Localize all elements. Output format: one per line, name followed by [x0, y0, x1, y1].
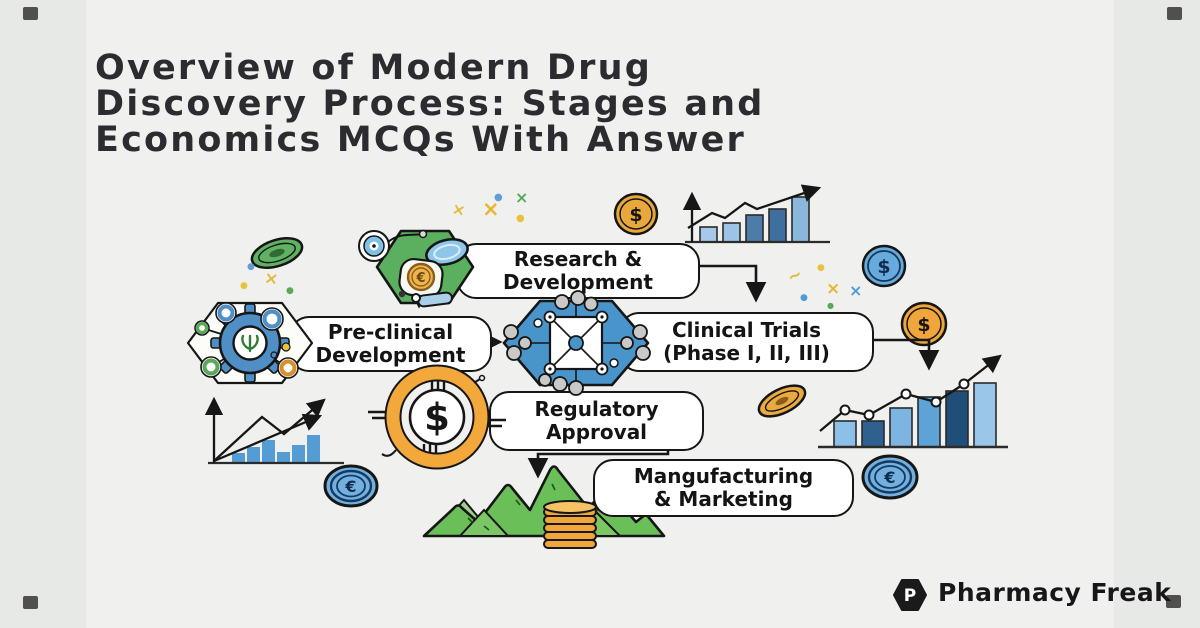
- bar: [247, 447, 260, 463]
- green-tilted-coin-icon: [250, 237, 304, 269]
- stage-label: Clinical Trials: [671, 318, 822, 342]
- corner-mark: [23, 7, 38, 20]
- orange-dollar-coin-icon: $: [900, 301, 948, 347]
- molecule-corner-rings: [543, 310, 609, 376]
- molecule-hexagon-icon: [502, 290, 651, 396]
- stage-box-clinical-trials: Clinical Trials (Phase I, II, III): [619, 312, 874, 372]
- molecule-atoms: [503, 290, 651, 396]
- stage-label: & Marketing: [654, 487, 793, 511]
- flask-hexagon-icon: €: [358, 229, 475, 308]
- bar: [307, 435, 320, 463]
- brand-name: Pharmacy Freak: [938, 578, 1172, 607]
- coin-symbol: €: [883, 468, 895, 487]
- blue-euro-coin-icon: €: [323, 464, 379, 508]
- stage-box-pre-clinical: Pre-clinical Development: [289, 316, 492, 372]
- bar: [262, 440, 275, 463]
- page-title: Overview of Modern Drug Discovery Proces…: [95, 50, 855, 158]
- corner-mark: [23, 596, 38, 609]
- stage-label: Research &: [513, 247, 643, 271]
- stage-label: Approval: [545, 420, 648, 444]
- bar: [292, 445, 305, 463]
- arrow-clinical-to-chart: [872, 338, 940, 371]
- stage-label: Pre-clinical: [327, 320, 454, 344]
- corner-mark: [1167, 7, 1182, 20]
- stage-label: Development: [315, 343, 466, 367]
- gold-dollar-coin-icon: $: [613, 192, 659, 236]
- gear-network-icon: [186, 301, 314, 385]
- coin-symbol: $: [877, 256, 890, 278]
- coin-symbol: €: [415, 271, 425, 286]
- stage-label: (Phase I, II, III): [663, 341, 830, 365]
- dot-mark: ●: [247, 262, 255, 272]
- bar: [232, 453, 245, 463]
- dot-mark: ●: [240, 281, 248, 291]
- cross-mark: ×: [849, 281, 863, 300]
- logo-initial: P: [904, 586, 916, 606]
- coin-symbol: $: [917, 314, 930, 336]
- stage-label: Mangufacturing: [633, 464, 814, 488]
- blue-dollar-coin-icon: $: [861, 244, 907, 288]
- cross-mark: ×: [515, 188, 529, 207]
- growth-bar-chart-top: [682, 184, 830, 244]
- coin-stack-icon: [543, 500, 597, 549]
- title-line-3: Economics MCQs With Answer: [95, 120, 746, 160]
- lens-icon: [425, 237, 469, 267]
- dot-mark: ●: [494, 192, 503, 203]
- gold-tilted-coin-icon: [757, 384, 807, 418]
- dot-mark: ●: [286, 286, 294, 296]
- cross-mark: ×: [482, 197, 500, 221]
- dot-mark: ●: [800, 293, 808, 303]
- coin-symbol: €: [344, 477, 356, 496]
- coin-symbol: $: [629, 204, 642, 226]
- cross-mark: ×: [826, 279, 841, 299]
- growth-bar-chart-right: [818, 354, 1008, 449]
- dollar-ring-icon: $: [368, 364, 506, 470]
- title-line-1: Overview of Modern Drug: [95, 48, 653, 88]
- blue-euro-coin-icon: €: [861, 454, 919, 500]
- dot-mark: ●: [827, 301, 834, 310]
- growth-bar-chart-left: [204, 396, 344, 465]
- stage-box-regulatory-approval: Regulatory Approval: [489, 391, 704, 451]
- chart-axes-and-trend: [204, 396, 344, 465]
- corner-mark: [1166, 595, 1181, 608]
- chart-axes-and-trend: [818, 354, 1008, 449]
- bar: [277, 452, 290, 463]
- stage-label: Development: [503, 270, 653, 294]
- dot-mark: ●: [817, 263, 825, 273]
- stage-box-manufacturing-marketing: Mangufacturing & Marketing: [593, 459, 854, 517]
- stage-label: Regulatory: [534, 397, 659, 421]
- dollar-symbol: $: [424, 396, 450, 439]
- title-line-2: Discovery Process: Stages and: [95, 84, 765, 124]
- dot-mark: ●: [516, 213, 525, 224]
- pharmacy-freak-logo: P: [893, 579, 927, 611]
- arrow-rnd-to-clinical: [698, 264, 767, 303]
- stage-box-research-development: Research & Development: [456, 243, 700, 299]
- chart-axes-and-trend: [682, 184, 830, 244]
- mountains-coins-icon: [422, 465, 666, 549]
